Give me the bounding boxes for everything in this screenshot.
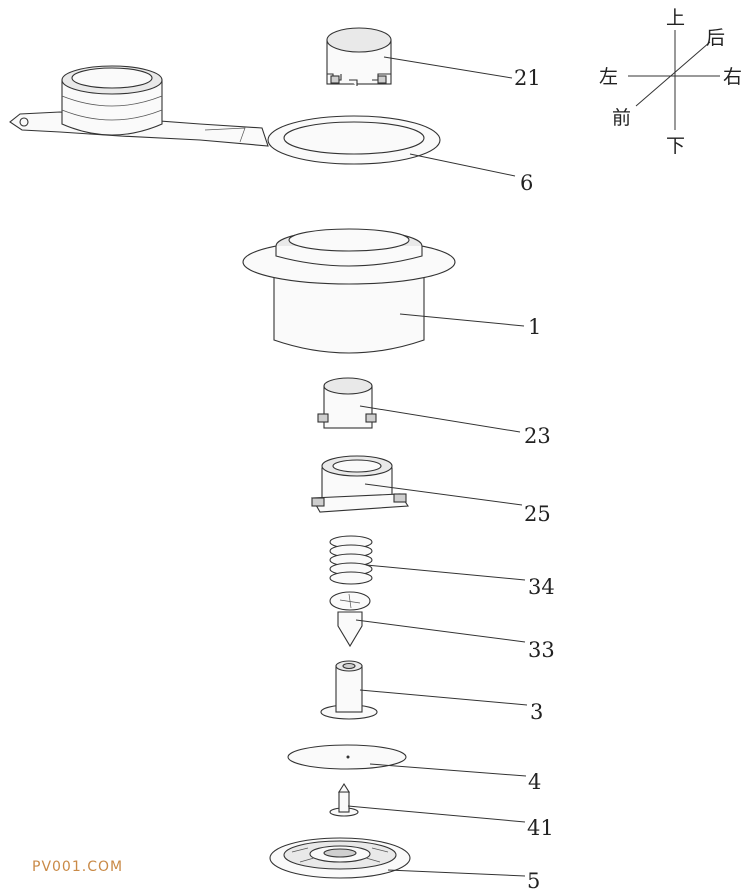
orientation-back-label: 后 xyxy=(706,27,725,49)
label-6: 6 xyxy=(520,171,533,195)
part-4-disc xyxy=(287,744,527,777)
part-3-tube xyxy=(320,660,528,720)
label-33: 33 xyxy=(528,638,555,662)
orientation-front-label: 前 xyxy=(612,107,631,129)
label-4: 4 xyxy=(528,770,541,794)
label-1: 1 xyxy=(528,315,541,339)
part-25-bracket xyxy=(311,455,523,513)
part-6-lanyard-cap xyxy=(9,65,516,177)
label-34: 34 xyxy=(528,575,555,599)
label-21: 21 xyxy=(514,66,541,90)
label-41: 41 xyxy=(527,816,554,840)
orientation-up-label: 上 xyxy=(666,7,685,29)
part-5-base-ring xyxy=(269,837,526,879)
part-33-screw xyxy=(329,591,526,648)
part-41-pin xyxy=(329,782,526,823)
label-5: 5 xyxy=(527,869,540,893)
label-3: 3 xyxy=(530,700,543,724)
orientation-left-label: 左 xyxy=(599,66,618,88)
label-23: 23 xyxy=(524,424,551,448)
part-21-cap xyxy=(326,27,513,86)
part-1-housing xyxy=(242,228,525,354)
orientation-compass: 上 下 左 右 前 后 xyxy=(599,7,742,157)
orientation-down-label: 下 xyxy=(666,135,685,157)
label-25: 25 xyxy=(524,502,551,526)
orientation-right-label: 右 xyxy=(723,66,742,88)
watermark: PV001.COM xyxy=(32,859,123,875)
part-23-sleeve xyxy=(317,377,521,433)
part-34-spring xyxy=(329,535,526,585)
